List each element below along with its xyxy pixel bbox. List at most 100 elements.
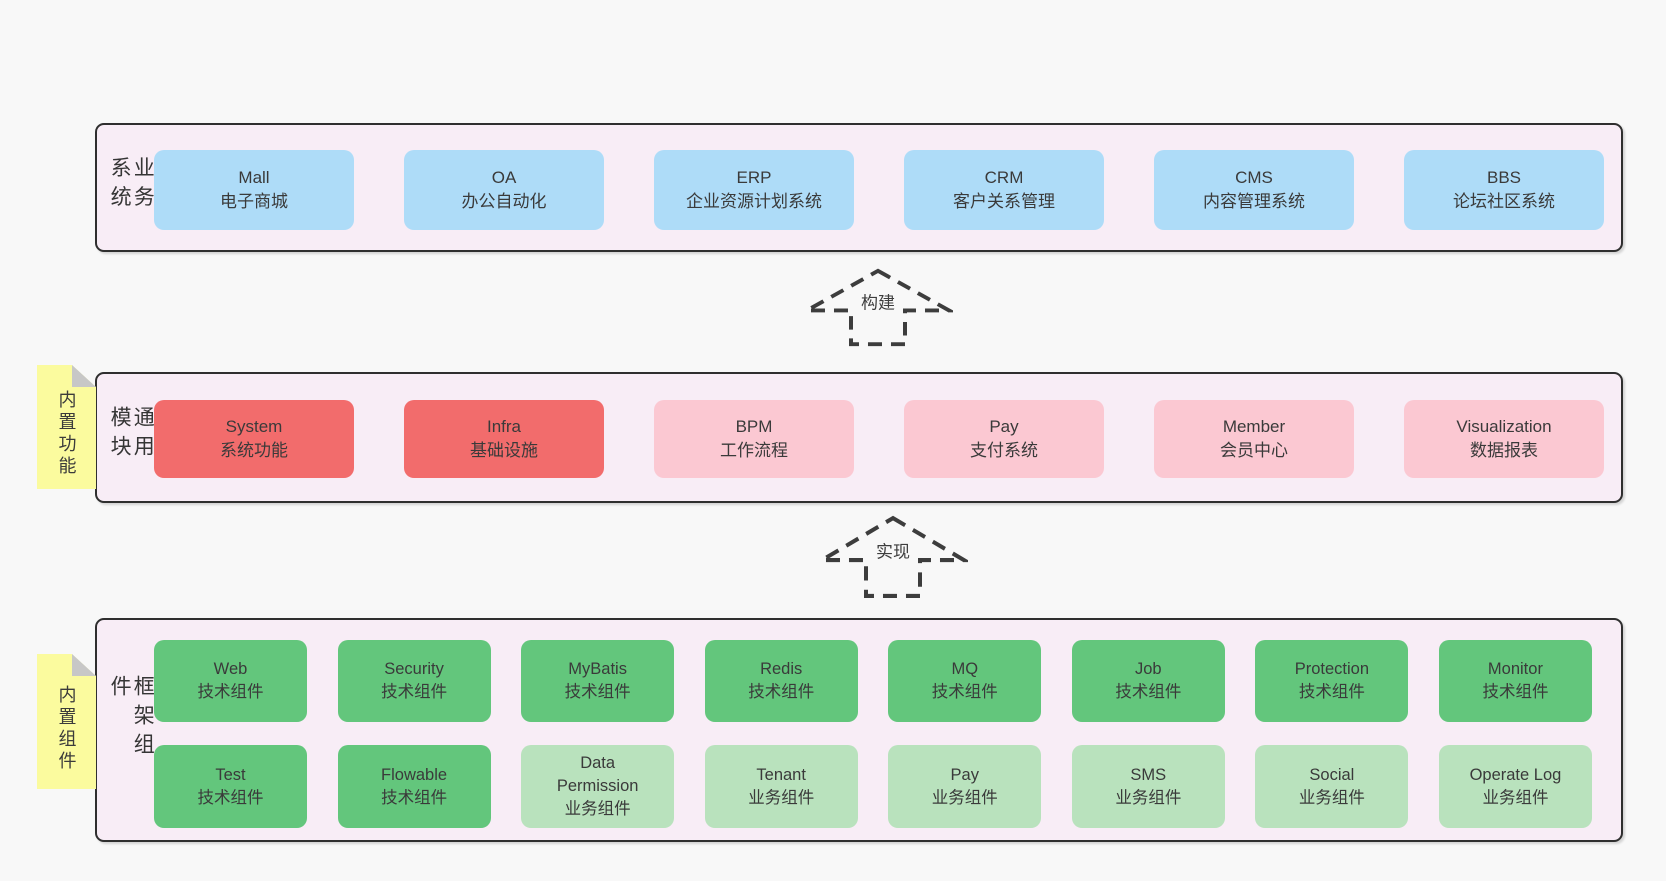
box-title: MQ (951, 660, 979, 678)
box-title: Pay (989, 417, 1019, 436)
box-subtitle: 办公自动化 (461, 192, 547, 211)
box-title: SMS (1130, 765, 1167, 784)
business-box-row: Mall 电子商城 OA 办公自动化 ERP 企业资源计划系统 CRM 客户关系… (154, 150, 1604, 230)
box-title: BPM (735, 417, 773, 436)
box-title: ERP (736, 168, 772, 187)
section-label-modules: 通用模块 (108, 405, 155, 464)
box-title: Test (215, 765, 246, 784)
box-title: Web (213, 660, 248, 678)
box-title: CMS (1235, 168, 1273, 187)
box-title: CRM (984, 168, 1024, 187)
box-mybatis: MyBatis 技术组件 (521, 640, 675, 722)
box-subtitle: 技术组件 (1115, 683, 1182, 701)
section-label-framework: 框架组件 (108, 675, 155, 762)
box-title: Visualization (1456, 417, 1552, 436)
box-title: Protection (1294, 660, 1370, 678)
box-subtitle: 数据报表 (1470, 441, 1538, 460)
box-erp: ERP 企业资源计划系统 (654, 150, 854, 230)
box-subtitle: 业务组件 (931, 788, 998, 807)
box-title: MyBatis (568, 660, 627, 678)
box-operate-log: Operate Log 业务组件 (1438, 745, 1592, 828)
box-subtitle: 技术组件 (1298, 683, 1365, 701)
box-pay-component: Pay 业务组件 (888, 745, 1042, 828)
box-subtitle: 技术组件 (1482, 683, 1549, 701)
box-flowable: Flowable 技术组件 (337, 745, 491, 828)
box-system: System 系统功能 (154, 400, 354, 478)
box-bpm: BPM 工作流程 (654, 400, 854, 478)
box-bbs: BBS 论坛社区系统 (1404, 150, 1604, 230)
build-arrow: 构建 (803, 267, 953, 348)
box-mall: Mall 电子商城 (154, 150, 354, 230)
box-title: Infra (486, 417, 522, 436)
box-data-permission: Data Permission 业务组件 (521, 745, 675, 828)
framework-box-row-2: Test 技术组件 Flowable 技术组件 Data Permission … (154, 745, 1592, 828)
box-subtitle: 业务组件 (1115, 788, 1182, 807)
box-subtitle: 工作流程 (720, 441, 788, 460)
box-subtitle: 企业资源计划系统 (686, 192, 822, 211)
arrow-label-implement: 实现 (873, 536, 913, 564)
box-subtitle: 业务组件 (1482, 788, 1549, 807)
sticky-note-built-in-functions: 内置功能 (37, 365, 96, 489)
box-subtitle: 电子商城 (220, 192, 288, 211)
box-redis: Redis 技术组件 (704, 640, 858, 722)
box-subtitle: 技术组件 (564, 683, 631, 701)
box-title: Job (1135, 660, 1162, 678)
sticky-note-text: 内置功能 (56, 390, 77, 478)
section-framework-components: 框架组件 Web 技术组件 Security 技术组件 MyBatis 技术组件… (95, 618, 1623, 842)
box-sms: SMS 业务组件 (1071, 745, 1225, 828)
box-visualization: Visualization 数据报表 (1404, 400, 1604, 478)
box-subtitle: 业务组件 (564, 800, 631, 818)
box-job: Job 技术组件 (1071, 640, 1225, 722)
box-subtitle: 技术组件 (197, 788, 264, 807)
box-title: Flowable (381, 765, 448, 784)
box-mq: MQ 技术组件 (888, 640, 1042, 722)
box-infra: Infra 基础设施 (404, 400, 604, 478)
box-monitor: Monitor 技术组件 (1438, 640, 1592, 722)
arrow-label-build: 构建 (858, 287, 898, 315)
box-title: OA (491, 168, 517, 187)
box-subtitle: 技术组件 (197, 683, 264, 701)
section-common-modules: 通用模块 System 系统功能 Infra 基础设施 BPM 工作流程 Pay… (95, 372, 1623, 503)
box-test: Test 技术组件 (154, 745, 307, 828)
box-title: Social (1309, 765, 1355, 784)
box-title: Redis (760, 660, 803, 678)
box-title: Pay (950, 765, 979, 784)
box-security: Security 技术组件 (337, 640, 491, 722)
box-title: Monitor (1487, 660, 1543, 678)
box-subtitle: 客户关系管理 (953, 192, 1055, 211)
box-title: Data Permission (556, 754, 639, 795)
box-subtitle: 技术组件 (748, 683, 815, 701)
framework-box-row-1: Web 技术组件 Security 技术组件 MyBatis 技术组件 Redi… (154, 640, 1592, 722)
box-title: Tenant (756, 765, 806, 784)
implement-arrow: 实现 (818, 514, 968, 600)
box-web: Web 技术组件 (154, 640, 307, 722)
up-arrow-icon (818, 515, 968, 598)
box-subtitle: 会员中心 (1220, 441, 1288, 460)
up-arrow-icon (803, 268, 953, 347)
sticky-note-text: 内置组件 (56, 684, 77, 773)
box-subtitle: 论坛社区系统 (1453, 192, 1555, 211)
box-title: BBS (1486, 168, 1522, 187)
box-title: Security (384, 660, 444, 678)
box-pay-module: Pay 支付系统 (904, 400, 1104, 478)
box-social: Social 业务组件 (1255, 745, 1409, 828)
box-subtitle: 业务组件 (1298, 788, 1365, 807)
section-business-systems: 业务系统 Mall 电子商城 OA 办公自动化 ERP 企业资源计划系统 CRM… (95, 123, 1623, 252)
box-title: Operate Log (1469, 765, 1562, 784)
sticky-note-built-in-components: 内置组件 (37, 654, 96, 789)
box-subtitle: 系统功能 (220, 441, 288, 460)
box-subtitle: 支付系统 (970, 441, 1038, 460)
box-member: Member 会员中心 (1154, 400, 1354, 478)
modules-box-row: System 系统功能 Infra 基础设施 BPM 工作流程 Pay 支付系统… (154, 400, 1604, 478)
box-subtitle: 内容管理系统 (1203, 192, 1305, 211)
box-tenant: Tenant 业务组件 (704, 745, 858, 828)
box-crm: CRM 客户关系管理 (904, 150, 1104, 230)
box-oa: OA 办公自动化 (404, 150, 604, 230)
box-protection: Protection 技术组件 (1255, 640, 1409, 722)
box-subtitle: 技术组件 (381, 788, 448, 807)
box-subtitle: 技术组件 (381, 683, 448, 701)
box-subtitle: 技术组件 (931, 683, 998, 701)
box-title: System (225, 417, 283, 436)
section-label-business: 业务系统 (108, 156, 155, 215)
box-subtitle: 业务组件 (748, 788, 815, 807)
